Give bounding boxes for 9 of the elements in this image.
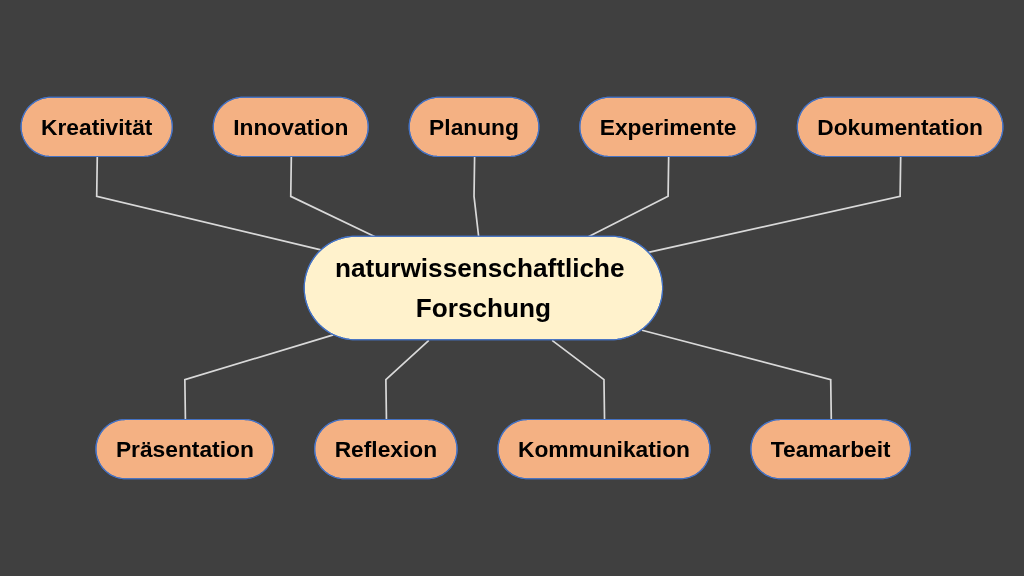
connector bbox=[641, 329, 833, 421]
connector bbox=[551, 339, 606, 421]
connector bbox=[647, 156, 902, 254]
connector bbox=[385, 339, 430, 421]
connector bbox=[184, 333, 335, 421]
connector bbox=[473, 156, 480, 238]
connector bbox=[289, 156, 376, 238]
connector bbox=[95, 156, 323, 251]
connector bbox=[587, 156, 670, 238]
